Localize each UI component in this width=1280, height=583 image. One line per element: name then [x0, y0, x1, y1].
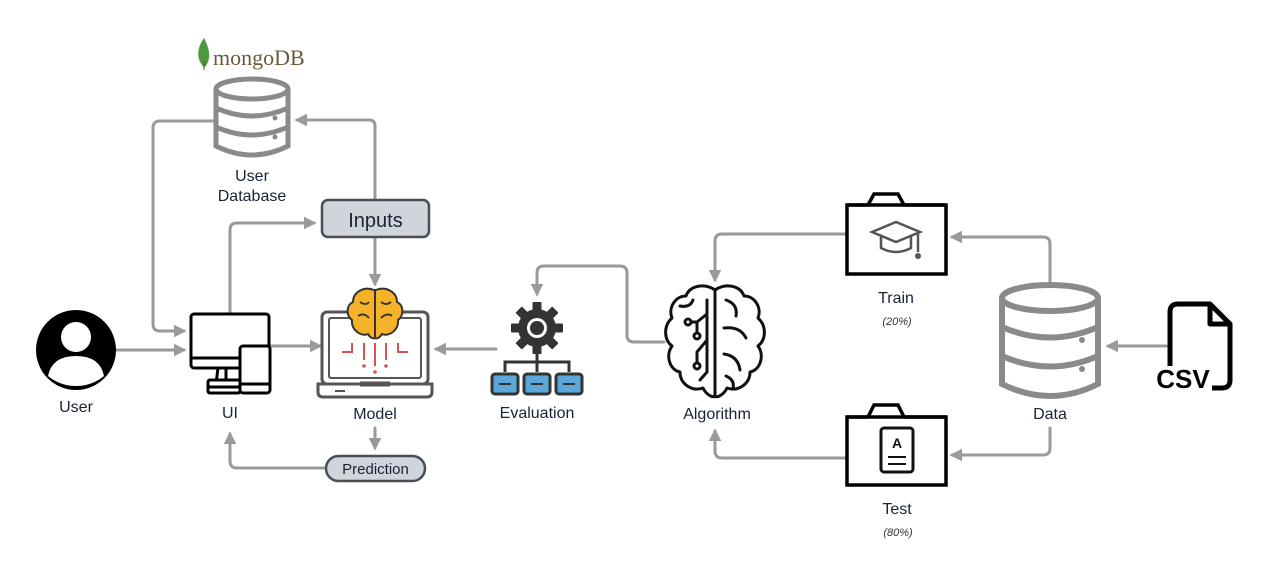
connectors	[114, 113, 1168, 470]
train-label: Train	[878, 290, 914, 307]
user-avatar-icon	[36, 310, 116, 390]
user-database-label-line2: Database	[218, 188, 287, 205]
model-label: Model	[353, 406, 397, 423]
arrow-data-to-test	[949, 426, 1052, 462]
prediction-label: Prediction	[342, 461, 409, 478]
csv-file-icon: CSV	[1156, 301, 1233, 394]
brain-circuit-icon	[664, 284, 766, 399]
inputs-label: Inputs	[348, 210, 402, 232]
csv-file-label: CSV	[1156, 364, 1210, 394]
data-database-icon	[999, 282, 1101, 399]
arrow-prediction-to-ui	[223, 431, 328, 470]
arrow-database-to-ui	[151, 119, 216, 338]
mongodb-logo: mongoDB	[198, 38, 305, 70]
ui-label: UI	[222, 405, 238, 422]
test-label: Test	[882, 501, 912, 518]
folder-graduation-cap-icon	[845, 192, 948, 276]
test-split-pct: (80%)	[883, 527, 913, 539]
evaluation-label: Evaluation	[500, 405, 575, 422]
prediction-node: Prediction	[324, 454, 427, 483]
arrow-data-to-train	[949, 230, 1052, 284]
mongodb-leaf-icon	[198, 38, 210, 68]
user-database-label-line1: User	[235, 168, 269, 185]
train-split-pct: (20%)	[882, 316, 912, 328]
data-label: Data	[1033, 406, 1067, 423]
inputs-node: Inputs	[320, 198, 431, 239]
arrow-train-to-algorithm	[708, 232, 848, 283]
user-label: User	[59, 399, 93, 416]
algorithm-label: Algorithm	[683, 406, 751, 423]
brain-laptop-icon	[316, 287, 434, 399]
database-icon	[213, 76, 291, 158]
folder-grade-a-icon: A	[845, 403, 948, 487]
arrow-inputs-to-database	[294, 113, 377, 200]
svg-text:A: A	[892, 435, 902, 451]
arrow-algorithm-to-evaluation	[530, 264, 666, 344]
arrow-test-to-algorithm	[708, 428, 848, 460]
monitor-devices-icon	[189, 312, 272, 395]
gear-hierarchy-icon	[490, 302, 584, 396]
arrow-ui-to-inputs	[228, 216, 317, 314]
mongodb-wordmark: mongoDB	[213, 45, 305, 70]
